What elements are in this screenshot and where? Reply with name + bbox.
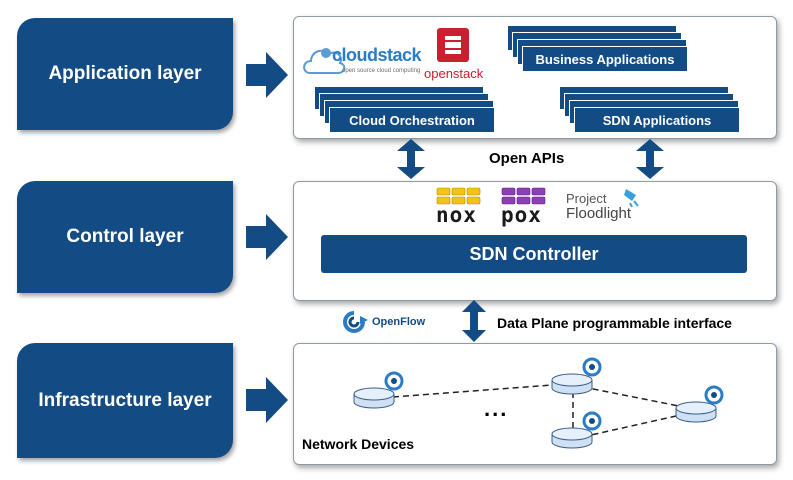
network-device-icon (551, 357, 602, 395)
arrow-right-icon (246, 52, 288, 98)
arrow-right-icon (246, 377, 288, 423)
business-applications-box: Business Applications (522, 46, 688, 72)
openstack-wordmark: openstack (424, 66, 484, 81)
network-link (572, 384, 695, 410)
business-applications-text: Business Applications (535, 51, 675, 67)
double-arrow-icon (462, 300, 486, 342)
double-arrow-icon (397, 139, 425, 179)
network-topology (353, 357, 724, 449)
control-panel: nox pox Project Floodlight SDN Controlle… (293, 181, 777, 301)
infrastructure-layer-label: Infrastructure layer (17, 343, 233, 458)
network-device-icon (675, 385, 724, 423)
nox-icon (436, 187, 481, 205)
application-layer-text: Application layer (48, 63, 202, 84)
sdn-applications-box: SDN Applications (574, 107, 740, 133)
application-layer-label: Application layer (17, 18, 233, 130)
openstack-icon (437, 28, 469, 62)
floodlight-logo: Project Floodlight (566, 185, 656, 229)
application-panel: cloudstack open source cloud computing o… (293, 16, 777, 139)
cloud-orchestration-box: Cloud Orchestration (329, 107, 495, 133)
infrastructure-layer-text: Infrastructure layer (38, 389, 212, 411)
pox-icon (501, 187, 546, 205)
openflow-wordmark: OpenFlow (372, 316, 426, 328)
floodlight-project-text: Project (566, 191, 607, 206)
cloudstack-tagline: open source cloud computing (342, 68, 421, 74)
network-devices-label: Network Devices (302, 436, 415, 452)
floodlight-lamp-icon (624, 189, 639, 207)
control-layer-label: Control layer (17, 181, 233, 293)
ellipsis-text: ... (484, 396, 509, 421)
network-device-icon (353, 371, 404, 409)
network-device-icon (551, 411, 602, 449)
sdn-controller-text: SDN Controller (469, 243, 599, 264)
arrow-right-icon (246, 214, 288, 260)
sdn-controller-box: SDN Controller (321, 235, 747, 273)
open-apis-label: Open APIs (489, 150, 565, 167)
cloud-orchestration-text: Cloud Orchestration (349, 112, 475, 128)
openflow-icon (343, 311, 368, 333)
floodlight-name-text: Floodlight (566, 205, 632, 222)
double-arrow-icon (636, 139, 664, 179)
sdn-applications-text: SDN Applications (602, 112, 712, 128)
openstack-logo: openstack (424, 27, 484, 87)
network-link (392, 384, 553, 398)
openflow-logo: OpenFlow (340, 309, 430, 337)
nox-wordmark: nox (436, 203, 477, 227)
cloudstack-logo: cloudstack open source cloud computing (302, 39, 422, 85)
infrastructure-panel: ... Network Devices (293, 343, 777, 465)
pox-logo: pox (499, 187, 551, 227)
data-plane-interface-label: Data Plane programmable interface (497, 315, 732, 331)
control-layer-text: Control layer (66, 226, 184, 247)
pox-wordmark: pox (501, 203, 542, 227)
cloudstack-cloud-icon (303, 48, 346, 74)
network-link (572, 411, 695, 440)
nox-logo: nox (434, 187, 486, 227)
cloudstack-wordmark: cloudstack (332, 45, 422, 65)
